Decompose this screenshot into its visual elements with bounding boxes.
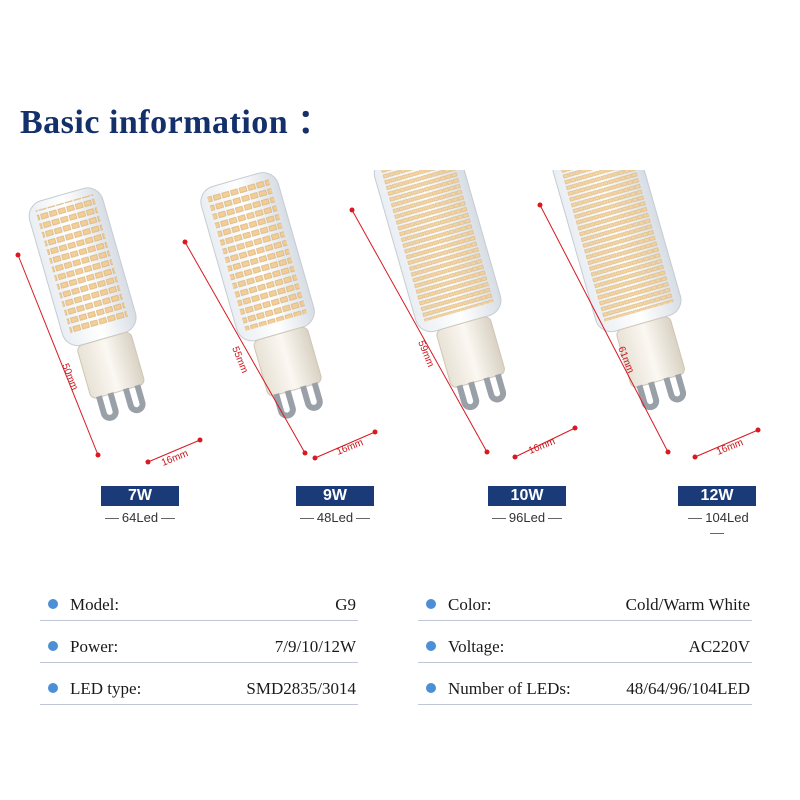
led-count-9w: 48Led <box>296 510 374 525</box>
watt-badge-9w: 9W <box>296 486 374 506</box>
spec-row-number-of-leds: Number of LEDs: 48/64/96/104LED <box>418 674 752 705</box>
bullet-icon <box>48 599 58 609</box>
spec-row-model: Model: G9 <box>40 590 358 621</box>
spec-label: Voltage: <box>448 637 505 656</box>
led-count-7w: 64Led <box>101 510 179 525</box>
bullet-icon <box>426 683 436 693</box>
width-label-10w: 16mm <box>527 436 557 457</box>
spec-value: 7/9/10/12W <box>274 637 356 656</box>
spec-value: SMD2835/3014 <box>246 679 356 698</box>
spec-label: Power: <box>70 637 119 656</box>
led-count-12w: 104Led <box>678 510 756 540</box>
width-label-9w: 16mm <box>335 437 365 458</box>
bulb-9w <box>200 172 323 419</box>
bulb-7w <box>28 187 146 421</box>
height-label-9w: 55mm <box>229 345 250 375</box>
bullet-icon <box>48 683 58 693</box>
dim-line <box>17 254 99 456</box>
spec-label: LED type: <box>70 679 142 698</box>
spec-row-power: Power: 7/9/10/12W <box>40 632 358 663</box>
watt-badge-12w: 12W <box>678 486 756 506</box>
bullet-icon <box>426 599 436 609</box>
led-count-10w: 96Led <box>488 510 566 525</box>
bulb-illustrations: 50mm 16mm 55mm 16mm 59mm 16mm 61mm 16mm <box>15 170 761 469</box>
bulb-12w <box>552 170 687 411</box>
spec-value: AC220V <box>688 637 750 656</box>
spec-label: Model: <box>70 595 120 614</box>
page-title: Basic information ： <box>20 104 332 141</box>
spec-value: Cold/Warm White <box>625 595 750 614</box>
watt-badge-7w: 7W <box>101 486 179 506</box>
width-label-7w: 16mm <box>160 448 190 469</box>
bulb-10w <box>373 170 507 411</box>
spec-value: G9 <box>335 595 356 614</box>
width-label-12w: 16mm <box>715 437 745 458</box>
height-label-7w: 50mm <box>59 362 80 392</box>
spec-row-led-type: LED type: SMD2835/3014 <box>40 674 358 705</box>
watt-badge-10w: 10W <box>488 486 566 506</box>
spec-value: 48/64/96/104LED <box>626 679 750 698</box>
spec-label: Number of LEDs: <box>448 679 571 698</box>
bullet-icon <box>48 641 58 651</box>
spec-row-color: Color: Cold/Warm White <box>418 590 752 621</box>
spec-label: Color: <box>448 595 492 614</box>
spec-row-voltage: Voltage: AC220V <box>418 632 752 663</box>
bullet-icon <box>426 641 436 651</box>
